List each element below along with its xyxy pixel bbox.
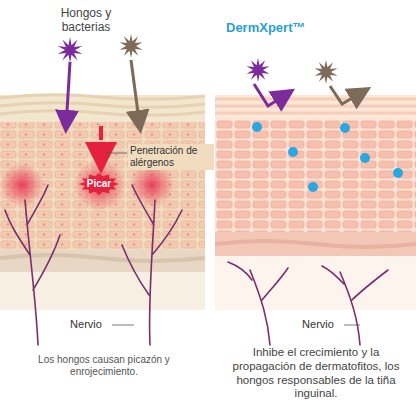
allergen-arrow <box>99 126 103 166</box>
microbe-icons <box>58 34 338 84</box>
right-skin <box>215 95 416 345</box>
deflect-arrow <box>254 84 290 106</box>
text-label: Nervio <box>294 318 342 331</box>
fungus-arrow <box>66 62 70 128</box>
microbe-star <box>120 34 143 58</box>
text-label: Inhibe el crecimiento y la propagación d… <box>220 346 412 401</box>
leader-line <box>106 153 127 154</box>
itch-burst: Picar <box>79 173 119 195</box>
text-label: Los hongos causan picazón y enrojecimien… <box>14 354 194 378</box>
bacteria-arrow <box>131 60 140 128</box>
node-text: Picar <box>87 178 111 190</box>
text-label: DermXpert™ <box>226 20 336 36</box>
text-label: Hongos y bacterias <box>40 6 132 35</box>
microbe-star <box>247 58 270 82</box>
text-label: Nervio <box>62 318 110 331</box>
text-label: Penetración de alérgenos <box>128 144 214 170</box>
deflect-arrow <box>330 86 366 104</box>
microbe-star <box>58 37 83 63</box>
left-skin <box>0 95 205 345</box>
microbe-star <box>315 60 338 84</box>
